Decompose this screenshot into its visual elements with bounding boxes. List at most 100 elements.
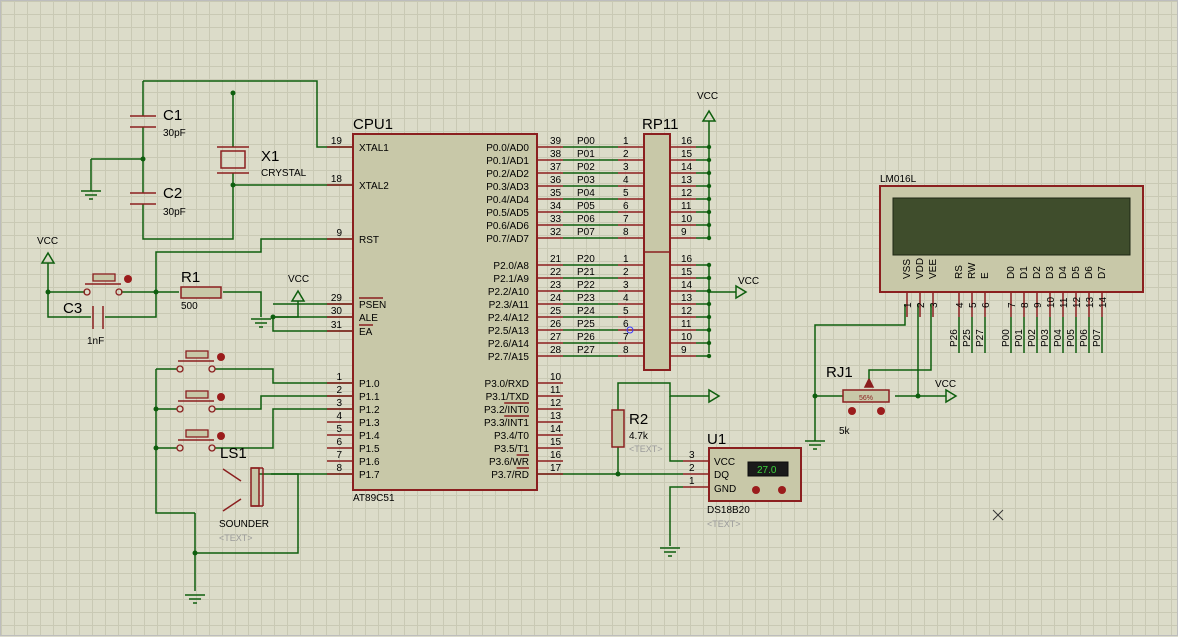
cpu-right-pin-label: P3.7/RD xyxy=(491,470,529,481)
u1-increase-button[interactable] xyxy=(778,486,786,494)
lcd-pin-number: 4 xyxy=(955,302,966,308)
net-label: P25 xyxy=(577,319,595,330)
net-label: P21 xyxy=(577,267,595,278)
rp-ref: RP11 xyxy=(642,116,678,133)
lcd-pin-name: D2 xyxy=(1032,266,1043,279)
capacitor-c3[interactable]: C3 1nF xyxy=(63,300,104,347)
ground-symbol-pot xyxy=(805,440,825,450)
cpu-right-pin-label: P2.5/A13 xyxy=(488,326,530,337)
cpu-right-pin-label: P0.3/AD3 xyxy=(486,182,529,193)
cpu-right-pin-number: 12 xyxy=(550,398,562,409)
cpu-at89c51[interactable]: CPU1 AT89C51 xyxy=(352,116,538,504)
cpu-right-pin-label: P3.3/INT1 xyxy=(484,418,529,429)
cpu-right-pin-number: 10 xyxy=(550,372,562,383)
resistor-r2[interactable]: R2 4.7k <TEXT> xyxy=(611,409,663,454)
ground-symbol-osc xyxy=(81,190,101,200)
lcd-lm016l[interactable]: LM016L xyxy=(879,174,1144,293)
sensor-u1[interactable]: 3 2 1 VCC DQ GND 27.0 U1 DS18B20 <TEXT> xyxy=(683,431,802,529)
net-label: P05 xyxy=(577,201,595,212)
ground-symbol-reset xyxy=(251,318,271,328)
reset-pushbutton[interactable] xyxy=(83,273,132,296)
vcc-terminal-ea: VCC xyxy=(288,274,309,302)
cpu-left-pin-number: 31 xyxy=(331,320,343,331)
lcd-pin-number: 6 xyxy=(981,302,992,308)
vcc-label-rp-top: VCC xyxy=(697,91,718,102)
cpu-right-pin-number: 27 xyxy=(550,332,562,343)
rp-left-pin-number: 8 xyxy=(623,345,629,356)
rp-right-pin-number: 11 xyxy=(681,319,692,330)
key-button-3[interactable] xyxy=(176,429,225,452)
rj1-increase-button[interactable] xyxy=(877,407,885,415)
capacitor-c1[interactable]: C1 30pF xyxy=(130,107,186,139)
resistor-r1[interactable]: R1 500 xyxy=(180,269,222,312)
crystal-x1[interactable]: X1 CRYSTAL xyxy=(217,146,307,179)
cpu-right-pin-label: P2.2/A10 xyxy=(488,287,530,298)
net-label: P01 xyxy=(577,149,595,160)
cpu-left-pin-number: 3 xyxy=(336,398,342,409)
rp-left-pin-number: 2 xyxy=(623,149,629,160)
cpu-left-pin-number: 7 xyxy=(336,450,342,461)
sounder-ls1[interactable]: LS1 SOUNDER <TEXT> xyxy=(219,445,269,543)
lcd-pin-name: D4 xyxy=(1058,266,1069,279)
r1-value: 500 xyxy=(181,301,198,312)
cpu-left-pin-label: ALE xyxy=(359,313,378,324)
u1-part: DS18B20 xyxy=(707,505,750,516)
u1-decrease-button[interactable] xyxy=(752,486,760,494)
net-label: P27 xyxy=(577,345,595,356)
cpu-right-pin-number: 14 xyxy=(550,424,562,435)
rj1-decrease-button[interactable] xyxy=(848,407,856,415)
key-button-2[interactable] xyxy=(176,390,225,413)
cpu-left-pin-number: 18 xyxy=(331,174,343,185)
cpu-left-pin-number: 1 xyxy=(336,372,342,383)
rp-left-pin-number: 1 xyxy=(623,136,629,147)
capacitor-c2[interactable]: C2 30pF xyxy=(130,185,186,218)
key-button-1[interactable] xyxy=(176,350,225,373)
junction-dot xyxy=(706,157,712,163)
lcd-pin-name: D7 xyxy=(1097,266,1108,279)
cpu-ref: CPU1 xyxy=(353,116,393,133)
vcc-label-rp-mid: VCC xyxy=(738,276,759,287)
rp-left-pin-number: 5 xyxy=(623,188,629,199)
lcd-pin-name: D6 xyxy=(1084,266,1095,279)
cpu-right-pin-label: P0.6/AD6 xyxy=(486,221,529,232)
rp-right-pin-number: 12 xyxy=(681,188,693,199)
cpu-right-pin-number: 15 xyxy=(550,437,562,448)
lcd-pin-number: 12 xyxy=(1072,296,1083,308)
cpu-right-pin-number: 22 xyxy=(550,267,562,278)
cpu-left-pin-label: P1.0 xyxy=(359,379,380,390)
lcd-pin-name: RW xyxy=(967,262,978,279)
cpu-right-pin-number: 39 xyxy=(550,136,562,147)
lcd-net-label: P07 xyxy=(1092,329,1103,347)
net-label: P04 xyxy=(577,188,595,199)
r2-text: <TEXT> xyxy=(629,444,663,454)
rp-right-pin-number: 13 xyxy=(681,175,693,186)
cpu-right-pin-label: P3.2/INT0 xyxy=(484,405,529,416)
cpu-left-pin-label: P1.2 xyxy=(359,405,380,416)
rp-right-pin-number: 9 xyxy=(681,345,687,356)
net-label: P03 xyxy=(577,175,595,186)
lcd-pin-number: 2 xyxy=(916,302,927,308)
lcd-pin-number: 1 xyxy=(903,302,914,308)
cpu-right-pin-label: P2.7/A15 xyxy=(488,352,530,363)
cpu-left-pin-number: 8 xyxy=(336,463,342,474)
u1-pin-3: 3 xyxy=(689,450,695,461)
net-label: P20 xyxy=(577,254,595,265)
rp-right-pin-number: 10 xyxy=(681,214,693,225)
lcd-pin-name: D0 xyxy=(1006,266,1017,279)
cpu-right-pin-label: P2.4/A12 xyxy=(488,313,530,324)
rp-left-pin-number: 5 xyxy=(623,306,629,317)
junction-dot xyxy=(706,340,712,346)
rp-right-pin-number: 11 xyxy=(681,201,692,212)
resistor-pack-rp11[interactable]: RP11 xyxy=(642,116,678,371)
rp-right-pin-number: 12 xyxy=(681,306,693,317)
cpu-left-pin-number: 30 xyxy=(331,306,343,317)
cpu-right-pin-number: 37 xyxy=(550,162,562,173)
cpu-left-pin-number: 5 xyxy=(336,424,342,435)
potentiometer-rj1[interactable]: 56% RJ1 5k xyxy=(826,364,890,437)
lcd-ref: LM016L xyxy=(880,174,917,185)
cpu-right-pin-number: 21 xyxy=(550,254,562,265)
rp-left-pin-number: 6 xyxy=(623,319,629,330)
vcc-label-reset: VCC xyxy=(37,236,58,247)
